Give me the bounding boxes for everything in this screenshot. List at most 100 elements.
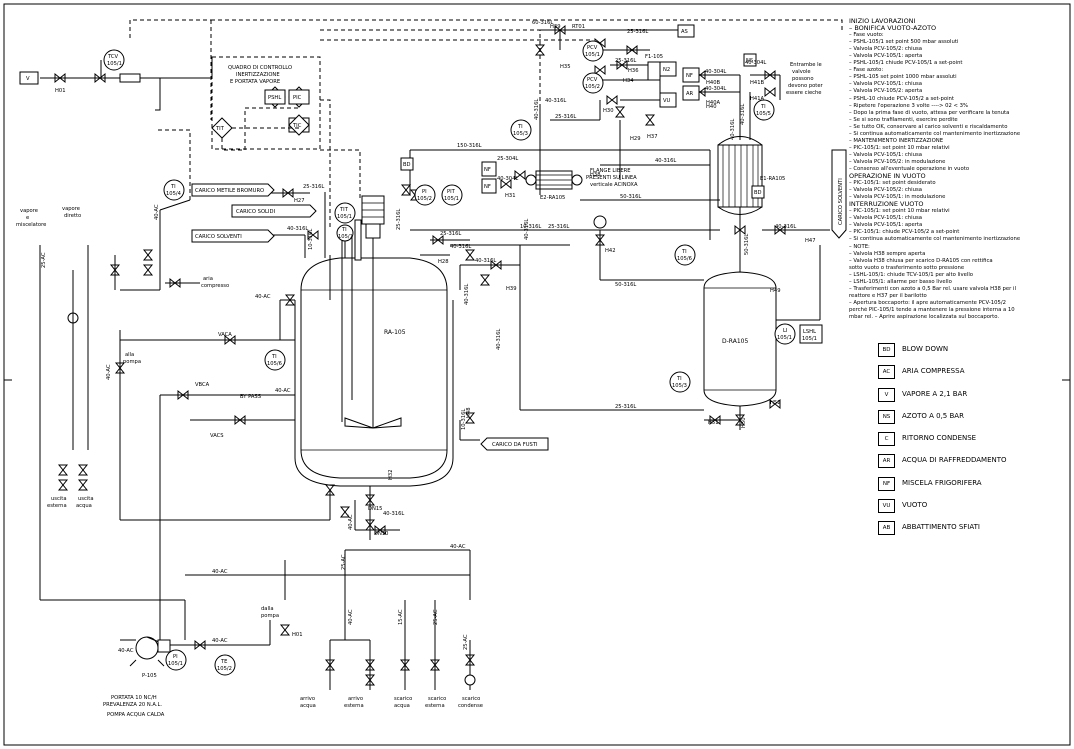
svg-text:PI: PI bbox=[173, 654, 178, 660]
note-line: – Valvola PCV-105/2: aperta bbox=[849, 88, 923, 95]
line-label: 60-316L bbox=[532, 20, 553, 26]
line-label: H47 bbox=[805, 238, 816, 244]
line-label: 40-316L bbox=[730, 119, 736, 140]
line-label: possono bbox=[792, 76, 814, 82]
note-line: – Ripetere l'operazione 3 volte ----> 02… bbox=[849, 102, 969, 109]
blow-down-box bbox=[400, 157, 414, 171]
note-line: – NOTE: bbox=[849, 243, 870, 250]
agitator-motor bbox=[361, 195, 385, 239]
control-panel-title-3: E PORTATA VAPORE bbox=[230, 79, 280, 85]
line-label: 150-316L bbox=[457, 143, 482, 149]
legend-item: AR ACQUA DI RAFFREDDAMENTO bbox=[878, 454, 1028, 476]
pump-label: P-105 bbox=[142, 673, 157, 679]
line-label: 25-AC bbox=[463, 634, 469, 650]
svg-text:TE: TE bbox=[220, 659, 227, 665]
svg-text:105/1: 105/1 bbox=[585, 52, 600, 58]
valve-symbol bbox=[594, 64, 606, 76]
valve-symbol bbox=[284, 294, 296, 306]
svg-text:105/5: 105/5 bbox=[756, 111, 771, 117]
svg-text:TIT: TIT bbox=[215, 126, 225, 132]
line-label: H39 bbox=[506, 286, 517, 292]
valve-symbol bbox=[594, 234, 606, 246]
svg-text:PSHL: PSHL bbox=[268, 95, 281, 101]
line-label: PRESENTI SU LINEA bbox=[586, 175, 637, 181]
note-line: – Valvola PCV-105/2: in modulazione bbox=[849, 158, 946, 165]
valve-symbol bbox=[769, 398, 781, 410]
condense-trap bbox=[464, 674, 476, 686]
note-line: – PIC-105/1: set point 10 mbar relativi bbox=[849, 144, 950, 151]
line-label: vapore bbox=[62, 206, 80, 212]
svg-text:PCV: PCV bbox=[587, 45, 598, 51]
valve-symbol bbox=[644, 114, 656, 126]
line-label: H51 bbox=[708, 420, 719, 426]
line-label: H30 bbox=[603, 108, 614, 114]
inlet-metile: CARICO METILE BROMURO bbox=[195, 188, 264, 194]
line-label: 40-304L bbox=[497, 176, 518, 182]
legend-label: VUOTO bbox=[902, 501, 928, 510]
line-label: 40-316L bbox=[534, 99, 540, 120]
terminal-nf3: NF bbox=[484, 184, 491, 190]
svg-text:TIC: TIC bbox=[292, 123, 302, 129]
note-line: – Trasferimenti con azoto a 0,5 Bar rel.… bbox=[849, 285, 1016, 292]
svg-text:H01: H01 bbox=[292, 632, 303, 638]
svg-text:BD: BD bbox=[754, 190, 762, 196]
note-line: – PIC-105/1: set point desiderato bbox=[849, 180, 936, 187]
note-line: OPERAZIONE IN VUOTO bbox=[849, 173, 926, 181]
line-label: 40-AC bbox=[255, 294, 271, 300]
line-label: 50-316L bbox=[744, 234, 750, 255]
line-label: PREVALENZA 20 N.A.L. bbox=[103, 702, 162, 708]
line-label: alla bbox=[125, 352, 134, 358]
flow-orifice bbox=[593, 215, 607, 229]
notes-lines: – BONIFICA VUOTO-AZOTO – Fase vuoto: – P… bbox=[849, 25, 1067, 321]
line-label: scarico bbox=[394, 696, 412, 702]
line-label: 40-316L bbox=[464, 284, 470, 305]
valve-symbol bbox=[169, 277, 181, 289]
line-label: H40 bbox=[706, 104, 717, 110]
note-line: – Valvola PCV-105/2: chiusa bbox=[849, 187, 922, 194]
legend-label: AZOTO A 0,5 BAR bbox=[902, 411, 964, 420]
note-line: sotto vuoto o trasferimento sotto pressi… bbox=[849, 264, 965, 271]
valve-symbol bbox=[339, 506, 351, 518]
line-label: essere cieche bbox=[786, 90, 821, 96]
line-label: pompa bbox=[261, 613, 279, 619]
line-label: H50 bbox=[741, 417, 747, 428]
svg-text:LSHL: LSHL bbox=[803, 329, 816, 335]
line-label: 25-304L bbox=[497, 156, 518, 162]
note-line: – MANTENIMENTO INERTIZZAZIONE bbox=[849, 137, 944, 144]
inlet-scarico-solventi: CARICO SOLVENTI bbox=[838, 178, 844, 225]
line-label: 40-304L bbox=[705, 69, 726, 75]
valve-symbol bbox=[57, 464, 69, 476]
valve-symbol bbox=[534, 44, 546, 56]
line-label: Entrambe le bbox=[790, 62, 822, 68]
line-label: 40-AC bbox=[106, 364, 112, 380]
svg-text:TCV: TCV bbox=[107, 54, 118, 60]
instrument-lshl bbox=[799, 324, 823, 344]
legend-code: AR bbox=[878, 454, 895, 469]
svg-text:PIC: PIC bbox=[293, 95, 302, 101]
svg-text:105/1: 105/1 bbox=[777, 335, 792, 341]
process-notes: INIZIO LAVORAZIONI – BONIFICA VUOTO-AZOT… bbox=[849, 18, 1067, 321]
line-label: H48 bbox=[466, 407, 472, 418]
line-label: 40-316L bbox=[475, 258, 496, 264]
line-label: 40-AC bbox=[450, 544, 466, 550]
svg-text:TI: TI bbox=[170, 184, 176, 190]
valve-symbol bbox=[364, 519, 376, 531]
line-label: 25-AC bbox=[341, 554, 347, 570]
line-label: 40-AC bbox=[118, 648, 134, 654]
filter-f1 bbox=[647, 61, 661, 81]
line-label: 40-AC bbox=[275, 388, 291, 394]
valve-symbol bbox=[606, 94, 618, 106]
legend-code: NF bbox=[878, 476, 895, 491]
line-label: aria bbox=[203, 276, 213, 282]
line-label: H38 bbox=[590, 172, 601, 178]
line-label: 25-316L bbox=[615, 58, 636, 64]
line-label: H27 bbox=[294, 198, 305, 204]
valve-symbol bbox=[554, 24, 566, 36]
note-line: – PIC-105/1: set point 10 mbar relativi bbox=[849, 208, 950, 215]
legend-label: ACQUA DI RAFFREDDAMENTO bbox=[902, 456, 1007, 465]
